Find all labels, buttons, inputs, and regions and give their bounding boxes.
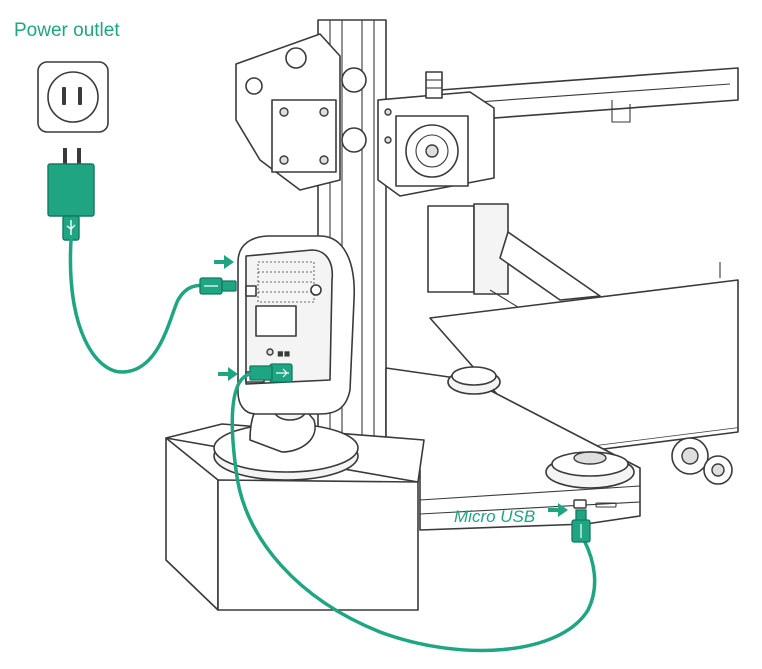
vent-grid [257, 261, 315, 303]
arrow-right-icon [218, 367, 238, 381]
arrow-right-icon [548, 503, 568, 517]
lower-usb-plug [249, 363, 293, 383]
wall-outlet-icon [37, 61, 109, 133]
webcam-hub: ◼◼ [213, 235, 359, 481]
svg-text:◼◼: ◼◼ [277, 349, 290, 358]
data-cable [230, 372, 597, 653]
power-cable [68, 238, 212, 374]
micro-usb-label: Micro USB [454, 507, 535, 526]
usb-icon [66, 220, 76, 235]
arrow-right-icon [214, 255, 234, 269]
power-outlet-label: Power outlet [14, 20, 120, 41]
micro-usb-port [573, 499, 587, 509]
printer-usb-plug [571, 509, 591, 543]
power-adapter-icon [47, 148, 95, 241]
upper-usb-plug [199, 277, 237, 295]
